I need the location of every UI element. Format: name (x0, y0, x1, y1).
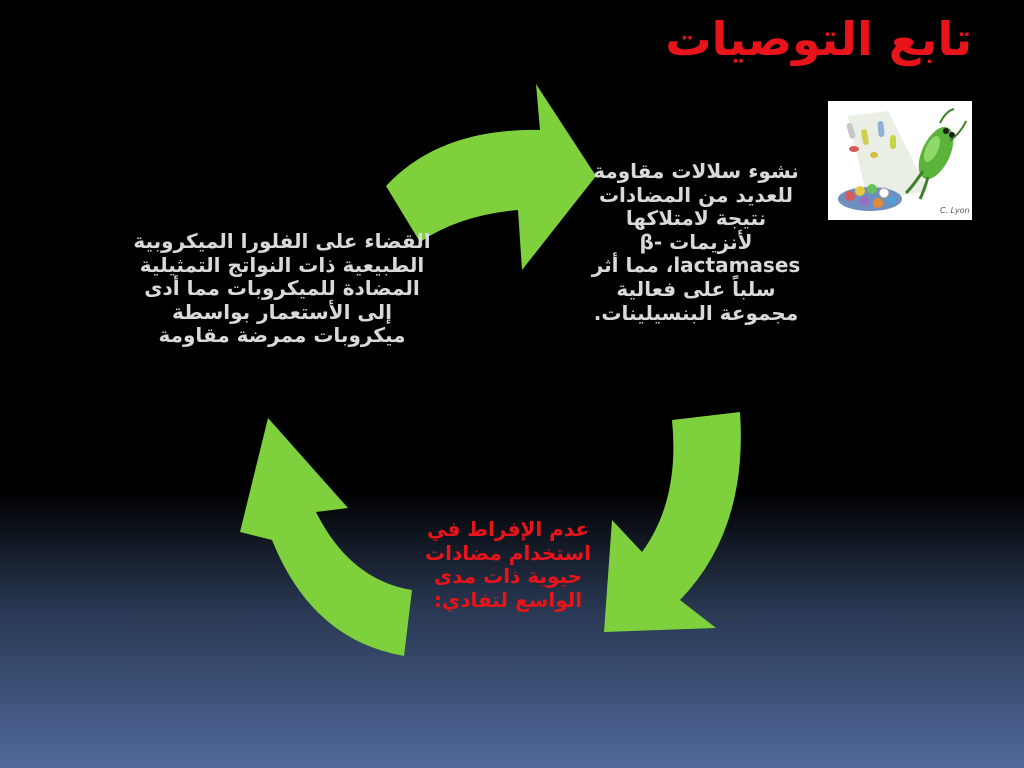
slide-title: تابع التوصيات (665, 12, 972, 66)
arrow-right (604, 412, 741, 632)
cycle-node-overuse: عدم الإفراط في استخدام مضادات حيوية ذات … (425, 517, 591, 612)
cycle-node-flora: القضاء على الفلورا الميكروبية الطبيعية ذ… (133, 229, 431, 348)
arrow-top (386, 84, 596, 270)
svg-text:C. Lyon: C. Lyon (940, 206, 970, 215)
bacterium-illustration-icon: C. Lyon (828, 101, 972, 220)
cycle-node-resistance: نشوء سلالات مقاومة للعديد من المضادات نت… (591, 159, 801, 325)
bacterium-thumbnail: C. Lyon (828, 101, 972, 220)
arrow-left (240, 418, 412, 656)
